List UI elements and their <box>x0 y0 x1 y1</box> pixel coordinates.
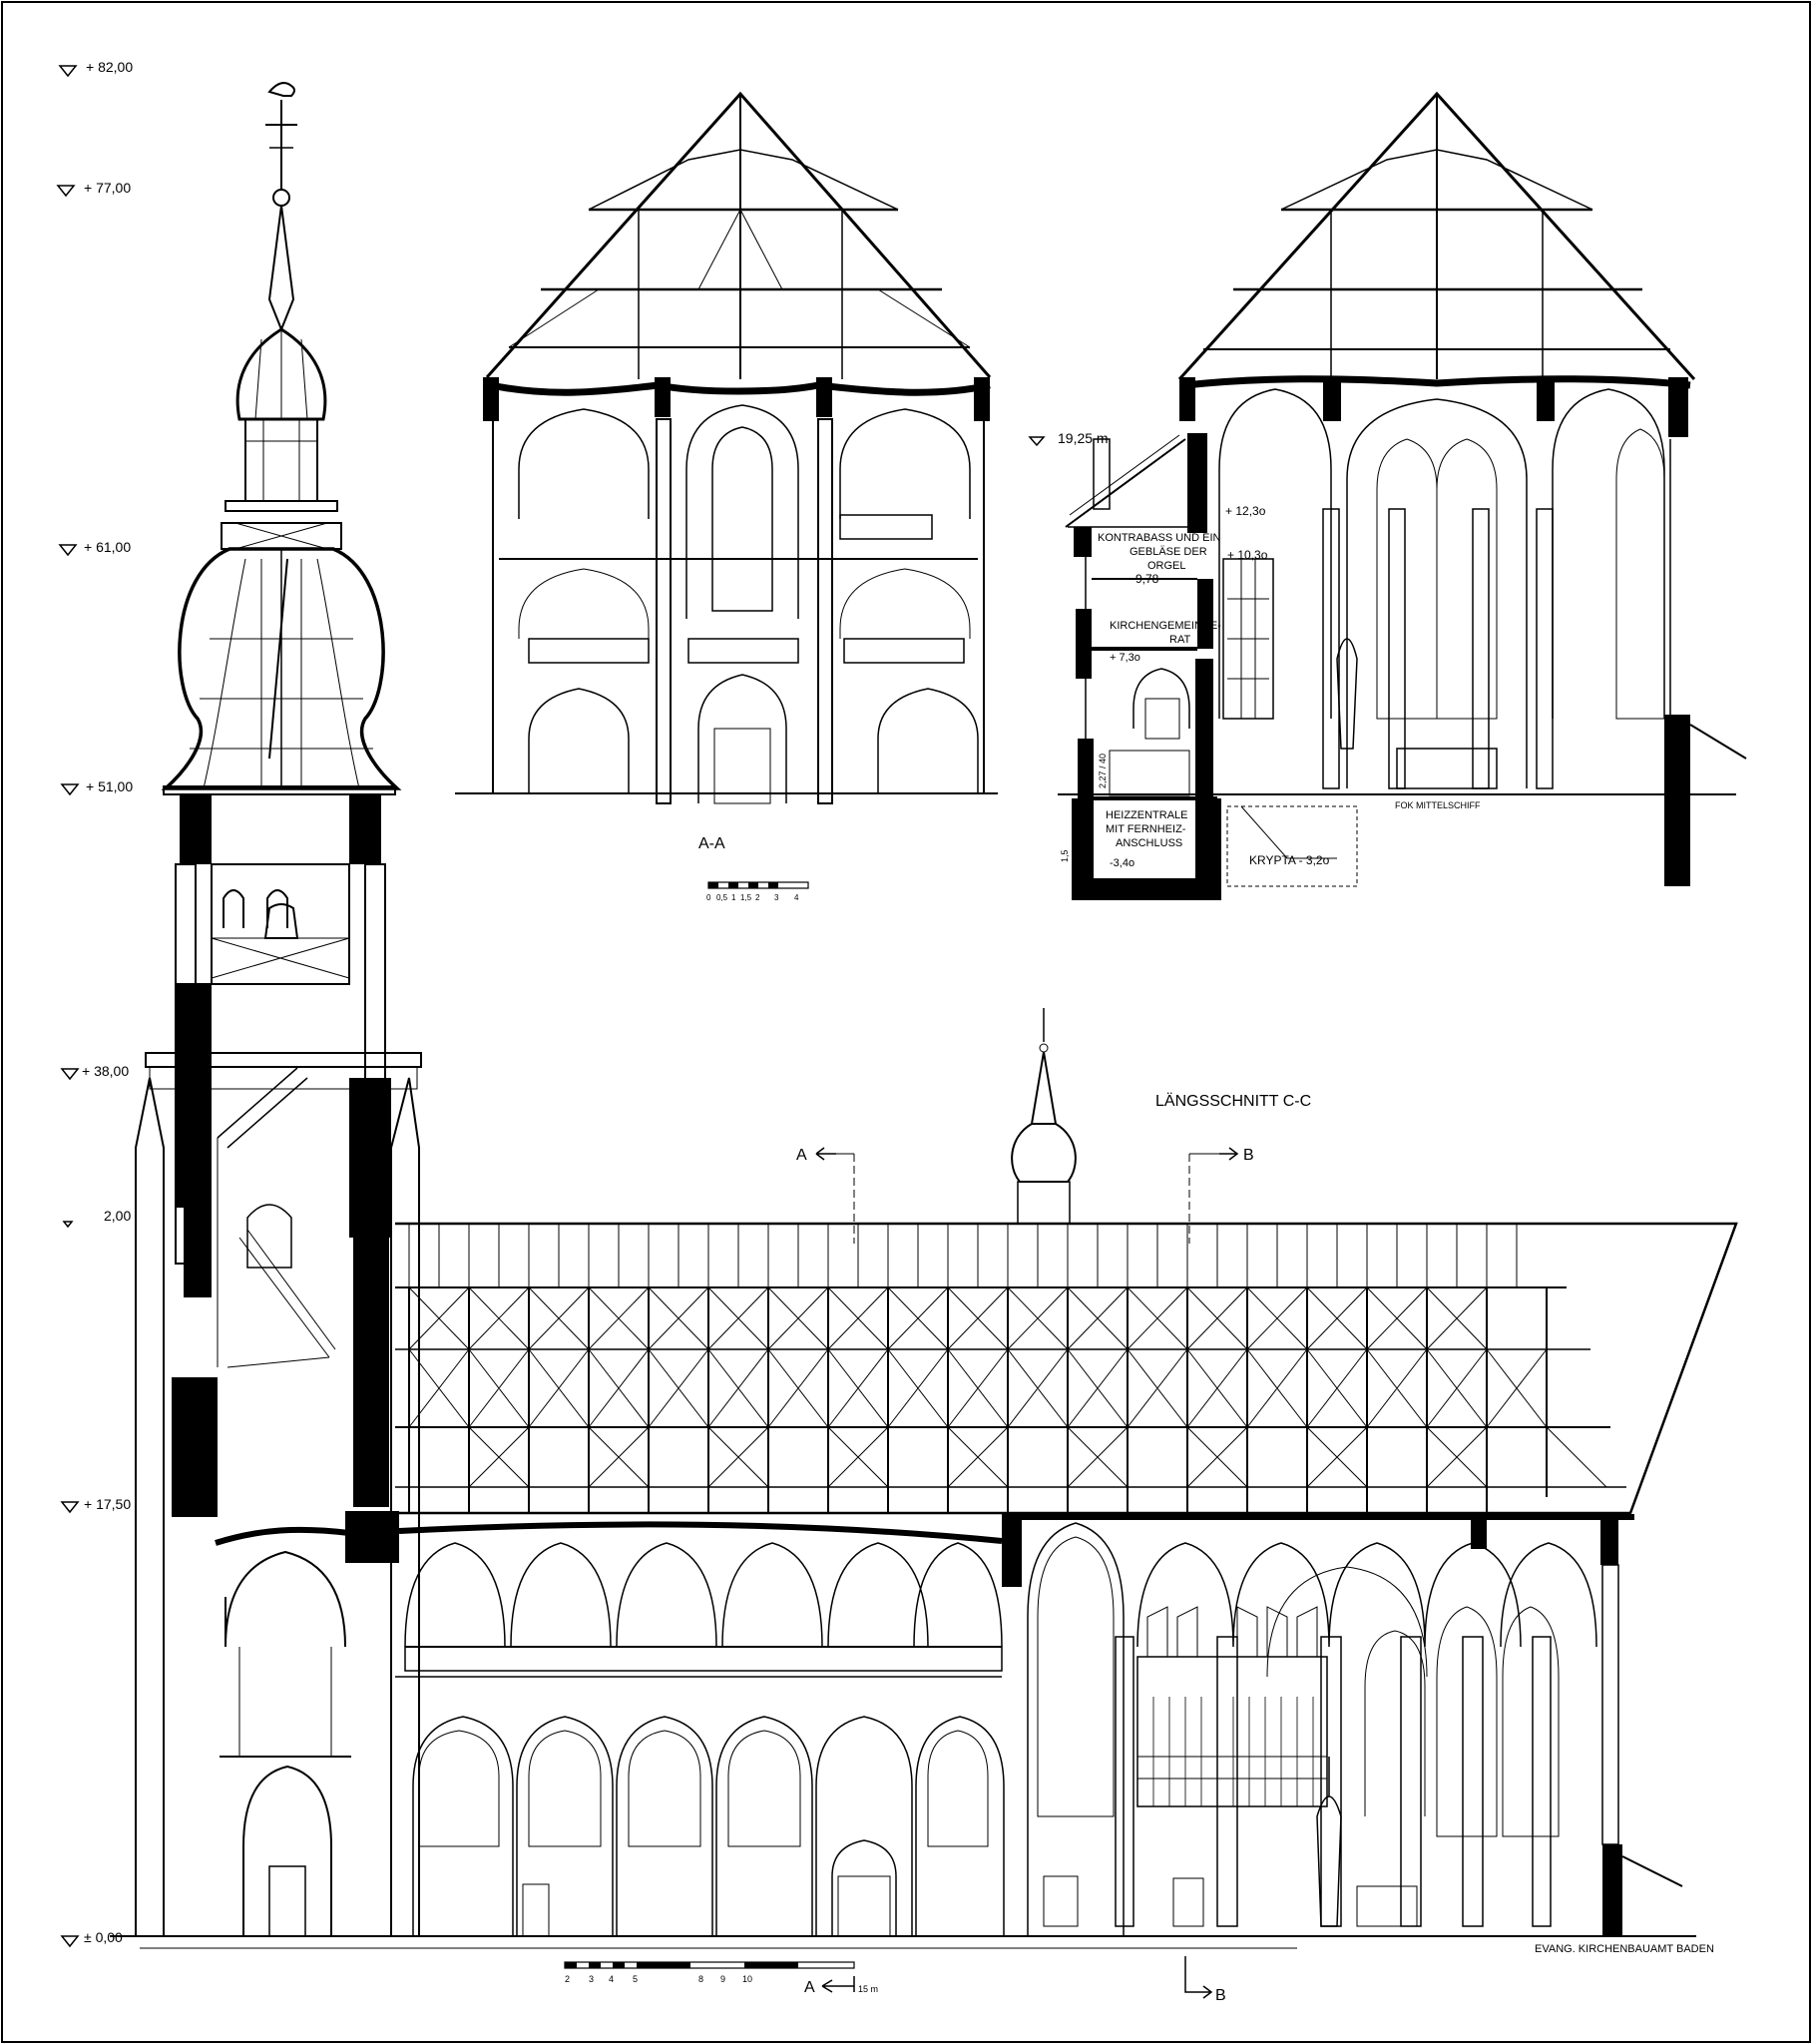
roof-truss-aa <box>485 91 992 378</box>
elevation-2: 2,00 <box>104 1208 131 1224</box>
cc-scale-0: 2 <box>565 1974 570 1984</box>
bb-label-level-1: 1,5 <box>1060 849 1070 862</box>
pulpit-icon <box>1336 638 1358 750</box>
cc-scale-1: 3 <box>589 1974 594 1984</box>
elevation-38: + 38,00 <box>82 1063 129 1079</box>
elevation-marker-51: + 51,00 <box>60 778 133 796</box>
section-cc: LÄNGSSCHNITT C-C A B <box>110 1008 1738 2004</box>
tower-section <box>135 82 422 1937</box>
elevation-marker-38: + 38,00 <box>60 1063 129 1081</box>
roof-cc <box>395 1222 1738 1515</box>
elevation-marker-0: ± 0,00 <box>60 1929 123 1948</box>
elevation-marker-17: + 17,50 <box>60 1496 131 1514</box>
tower-orb <box>272 189 290 207</box>
elevation-0: ± 0,00 <box>84 1929 123 1945</box>
altar-cc <box>1356 1885 1418 1927</box>
altar-bb <box>1396 748 1498 789</box>
aa-scale-0: 0 <box>706 893 711 902</box>
bb-label-heiz-1: HEIZZENTRALE <box>1106 809 1188 821</box>
cc-scale-3: 5 <box>633 1974 638 1984</box>
elevation-marker-77: + 77,00 <box>56 180 131 198</box>
bb-level-10: + 10,3o <box>1227 548 1268 562</box>
organ-cc <box>1136 1606 1328 1807</box>
bb-label-kontrabass-level: 9,78 <box>1135 572 1159 586</box>
bb-label-kgr-2: RAT <box>1169 634 1190 646</box>
section-aa: A-A 0 0,5 1 1,5 2 3 4 <box>455 91 998 902</box>
bb-label-krypta: KRYPTA - 3,2o <box>1249 853 1330 867</box>
cc-scale-7: 10 <box>742 1974 752 1984</box>
elevation-82: + 82,00 <box>86 59 133 75</box>
section-marker-b: B <box>1188 1147 1254 1244</box>
elevation-marker-2: 2,00 <box>62 1208 131 1229</box>
elevation-51: + 51,00 <box>86 778 133 794</box>
section-marker-b-bottom: B <box>1184 1956 1226 2004</box>
bb-label-kontrabass-3: ORGEL <box>1147 560 1186 572</box>
bb-label-heiz-3: ANSCHLUSS <box>1116 837 1182 849</box>
marker-a-label: A <box>796 1147 807 1164</box>
cc-scale-5: 8 <box>698 1974 703 1984</box>
bb-level-12: + 12,3o <box>1225 504 1266 518</box>
bb-label-kgr-level: + 7,3o <box>1110 652 1140 664</box>
cc-scale-2: 4 <box>609 1974 614 1984</box>
section-bb: 19,25 m + 12,3o + 10,3o KONTRABASS UND E… <box>1028 91 1747 900</box>
elevation-17: + 17,50 <box>84 1496 131 1512</box>
elevation-77: + 77,00 <box>84 180 131 196</box>
bb-label-kontrabass-2: GEBLÄSE DER <box>1130 546 1207 558</box>
aa-scale-2: 1 <box>731 893 736 902</box>
aa-scale-5: 3 <box>774 893 779 902</box>
aa-scale-4: 2 <box>755 893 760 902</box>
cc-scale-unit: 15 m <box>858 1984 878 1994</box>
bb-label-heiz-level: -3,4o <box>1110 857 1134 869</box>
bb-label-level-2: 2,27 / 40 <box>1098 754 1108 788</box>
cc-scale-6: 9 <box>720 1974 725 1984</box>
tower-door <box>268 1865 306 1937</box>
weathercock-icon <box>267 82 295 97</box>
section-cc-scale: 2 3 4 5 8 9 10 15 m <box>564 1961 878 1994</box>
bb-label-fok: FOK MITTELSCHIFF <box>1395 800 1481 810</box>
bb-label-kontrabass-1: KONTRABASS UND EIN <box>1098 532 1221 544</box>
aa-scale-1: 0,5 <box>716 893 728 902</box>
bell-icon <box>263 903 299 939</box>
bb-level-19: 19,25 m <box>1058 430 1109 446</box>
elevation-marker-82: + 82,00 <box>58 59 133 78</box>
elevation-marker-61: + 61,00 <box>58 539 131 557</box>
pulpit-cc-icon <box>1316 1795 1342 1927</box>
nave-door <box>837 1875 891 1937</box>
elevation-markers: + 82,00 + 77,00 + 61,00 + 51,00 + 38,00 … <box>56 59 133 1948</box>
tower-dome <box>161 547 402 790</box>
section-aa-title: A-A <box>698 835 725 852</box>
section-cc-title: LÄNGSSCHNITT C-C <box>1155 1092 1311 1110</box>
aa-scale-6: 4 <box>794 893 799 902</box>
section-aa-scale: 0 0,5 1 1,5 2 3 4 <box>706 881 809 902</box>
section-marker-a-bottom: A <box>804 1976 855 1996</box>
marker-b-label: B <box>1243 1147 1254 1164</box>
marker-a-bottom-label: A <box>804 1979 815 1996</box>
marker-b-bottom-label: B <box>1215 1987 1226 2004</box>
aa-scale-3: 1,5 <box>740 893 752 902</box>
bb-label-heiz-2: MIT FERNHEIZ- <box>1106 823 1186 835</box>
elevation-61: + 61,00 <box>84 539 131 555</box>
section-marker-a: A <box>796 1147 855 1244</box>
credit: EVANG. KIRCHENBAUAMT BADEN <box>1535 1943 1714 1955</box>
bb-label-kgr-1: KIRCHENGEMEINDE- <box>1110 620 1221 632</box>
